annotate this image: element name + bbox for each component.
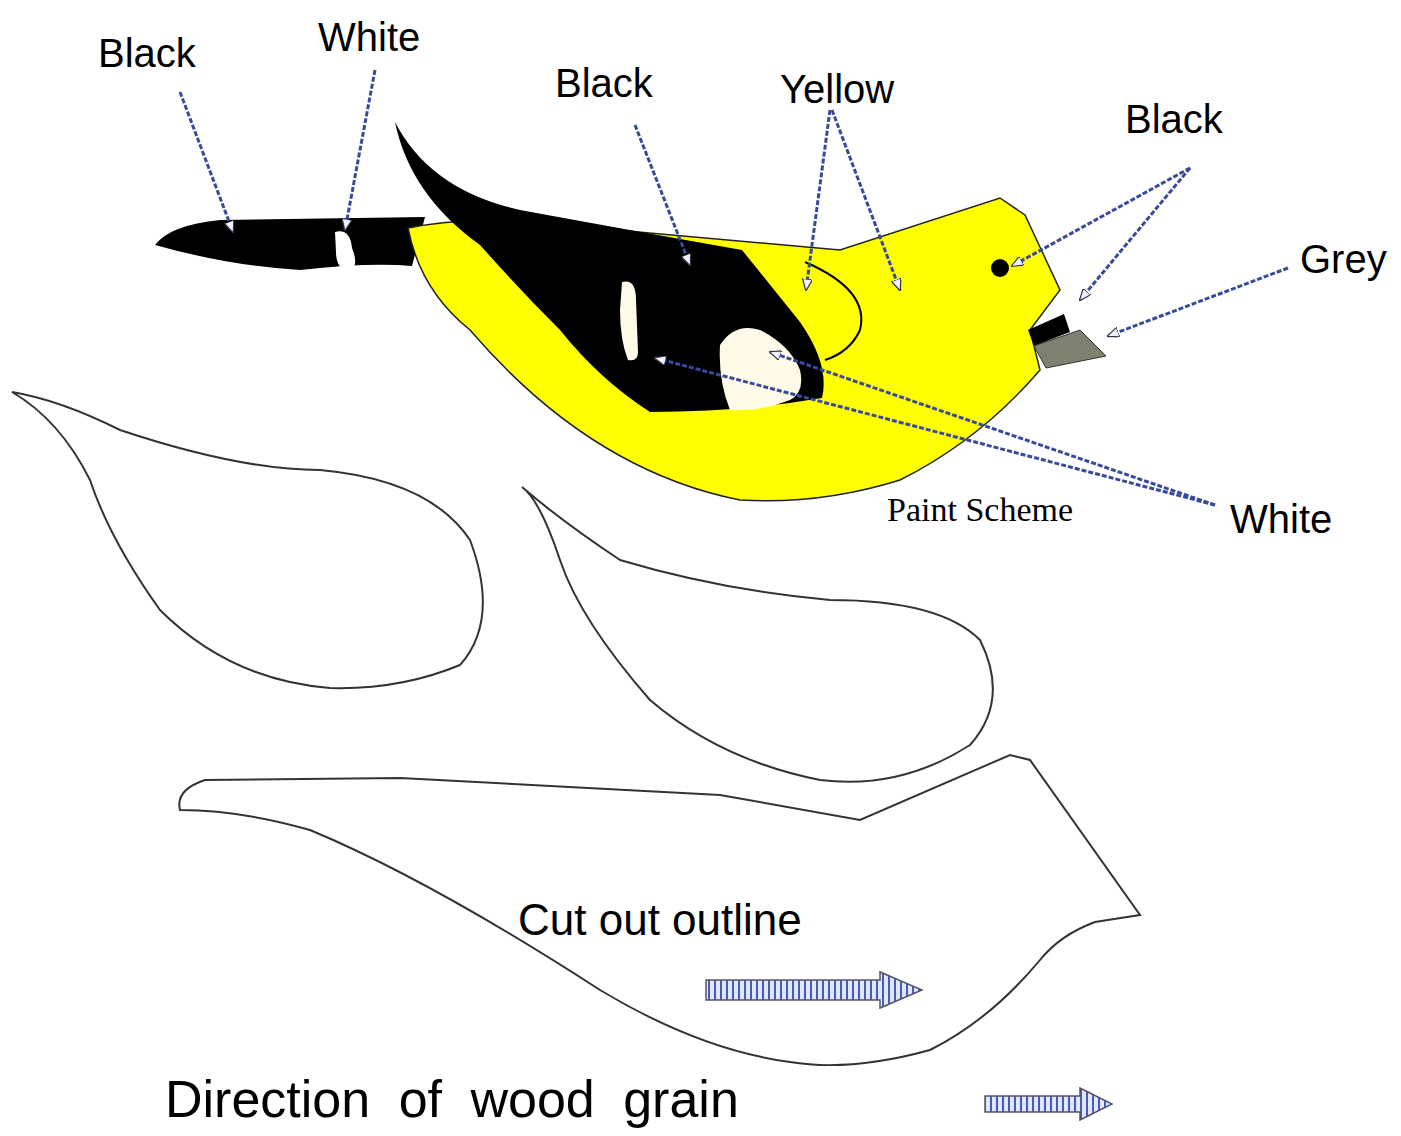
- leader-line: [345, 70, 375, 230]
- color-label: White: [318, 12, 420, 62]
- wing-cutout-outline: [522, 487, 993, 782]
- leader-line: [655, 358, 1215, 505]
- body-cutout-outline: [179, 755, 1140, 1065]
- color-label: Yellow: [780, 64, 894, 114]
- leader-line: [806, 110, 830, 290]
- beak-grey: [1034, 330, 1106, 368]
- grain-note: Direction of wood grain: [165, 1067, 739, 1132]
- leader-line: [1080, 168, 1190, 300]
- color-label: Black: [555, 58, 653, 108]
- color-label: White: [1230, 494, 1332, 544]
- leader-line: [1012, 168, 1190, 266]
- grain-arrow: [706, 972, 922, 1008]
- figure-caption: Cut out outline: [518, 892, 802, 947]
- head-line: [805, 262, 861, 360]
- leader-line: [1108, 268, 1288, 336]
- bird-wing: [395, 122, 824, 412]
- leader-line: [180, 92, 233, 232]
- color-label: Black: [1125, 94, 1223, 144]
- wing-white-bar: [620, 281, 638, 360]
- grain-arrow: [985, 1088, 1112, 1120]
- color-label: Black: [98, 28, 196, 78]
- leader-line: [770, 352, 1215, 505]
- wing-white-patch: [720, 328, 802, 410]
- bird-tail: [155, 217, 425, 270]
- bird-eye: [991, 259, 1009, 277]
- color-label: Grey: [1300, 234, 1387, 284]
- figure-caption: Paint Scheme: [875, 486, 1085, 534]
- wing-cutout-outline: [12, 392, 483, 688]
- tail-white-mark: [335, 231, 355, 272]
- leader-line: [832, 110, 900, 290]
- leader-line: [635, 125, 690, 265]
